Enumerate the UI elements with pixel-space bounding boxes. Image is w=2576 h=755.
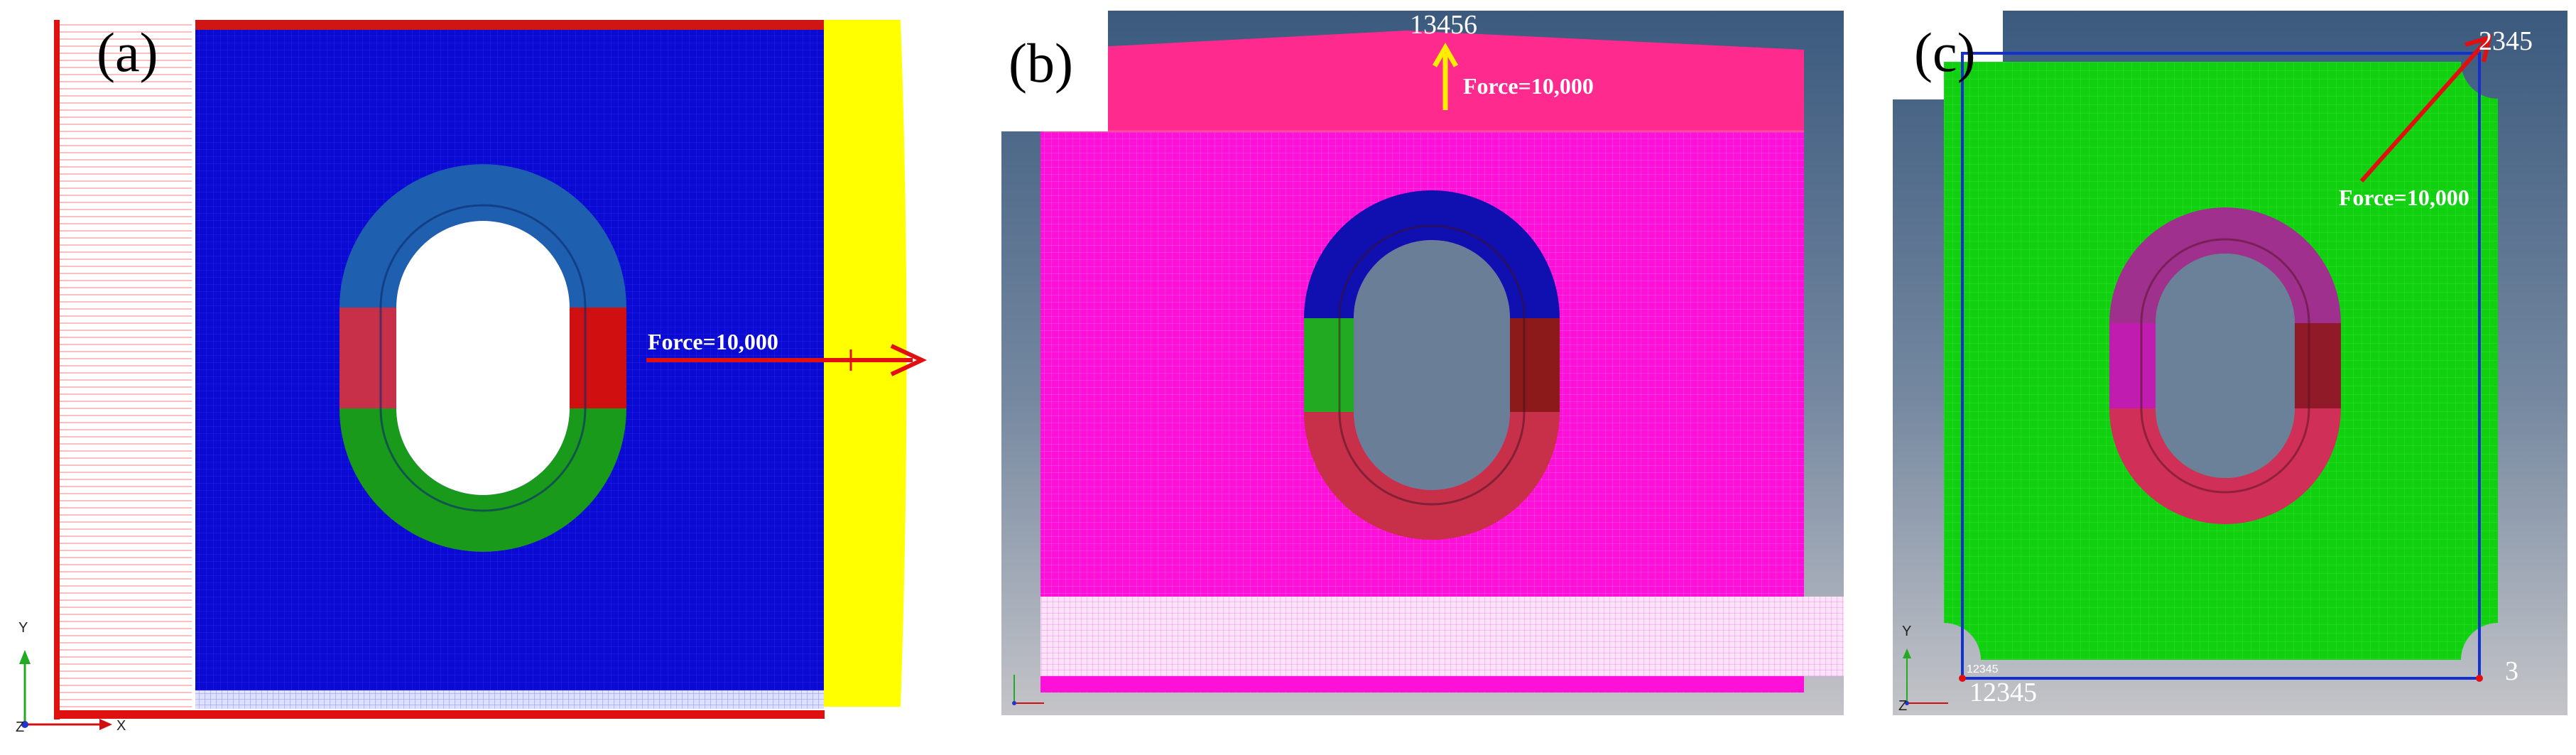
ring-right-segment <box>1510 318 1560 412</box>
ring-left-segment <box>339 308 396 408</box>
ring <box>2109 207 2341 524</box>
axis-z-label: Z <box>16 719 24 735</box>
bottom-constraint-bar <box>54 710 825 719</box>
node-number: 13456 <box>1410 11 1477 40</box>
left-constraint-bar <box>54 20 60 719</box>
ring-top-segment <box>1304 190 1560 318</box>
panel-b-canvas: 13456 Force=10,000 <box>1001 11 1844 715</box>
ring <box>339 164 626 552</box>
force-label: Force=10,000 <box>2339 185 2469 210</box>
force-label: Force=10,000 <box>1463 73 1594 99</box>
ring-hole <box>1354 240 1510 490</box>
panel-b: 13456 Force=10,000 (b) <box>1001 11 1844 715</box>
pull-region <box>1044 31 1804 131</box>
ring <box>1304 190 1560 540</box>
ring-left-segment <box>1304 318 1354 412</box>
arrow-icon <box>1432 42 1459 67</box>
panel-a: Force=10,000 (a) Y X Z <box>0 0 945 755</box>
ring-bottom-segment <box>339 408 626 552</box>
ring-top-segment <box>339 164 626 308</box>
ring-hole <box>2156 254 2295 478</box>
ring-top-segment <box>2109 207 2341 323</box>
axis-y-label: Y <box>1902 624 1911 639</box>
node-number-bottom-left-small: 12345 <box>1967 663 1999 675</box>
panel-c-canvas: Force=10,000 2345 12345 12345 3 (c) Y Z <box>1893 11 2567 715</box>
ring-bottom-segment <box>2109 408 2341 524</box>
panel-label-b: (b) <box>1009 32 1073 94</box>
axis-z-label: Z <box>1898 698 1907 714</box>
ring-bottom-segment <box>1304 412 1560 540</box>
yellow-clamp-region <box>824 20 907 707</box>
ring-inner-line <box>2140 238 2310 494</box>
plate-bottom-band <box>1040 597 1844 676</box>
force-label: Force=10,000 <box>648 329 778 354</box>
ring-hole <box>396 221 570 495</box>
axis-triad-icon <box>1012 675 1044 705</box>
axis-x-label: X <box>116 718 126 734</box>
panel-label-a: (a) <box>97 21 158 83</box>
ring-right-segment <box>570 308 626 408</box>
plate-bottom-edge <box>1040 676 1804 692</box>
node-number-bottom-left: 12345 <box>1969 678 2037 707</box>
panel-label-b-area: (b) <box>1001 11 1108 131</box>
arrow-icon <box>2464 34 2493 63</box>
plate-top-edge <box>195 20 824 30</box>
panel-label-c: (c) <box>1914 21 1976 83</box>
constraint-region <box>57 20 192 709</box>
axis-triad-icon: Y X Z <box>16 620 126 735</box>
force-arrow-shaft <box>2359 38 2490 183</box>
ring-inner-line <box>379 204 587 512</box>
constraint-node-bl <box>1959 675 1966 682</box>
panel-c: Force=10,000 2345 12345 12345 3 (c) Y Z <box>1893 11 2567 715</box>
ring-right-segment <box>2295 323 2341 408</box>
node-number-bottom-right: 3 <box>2505 656 2518 686</box>
boundary-rectangle <box>1961 52 2481 680</box>
plate-bottom-edge <box>195 690 824 709</box>
constraint-node-br <box>2476 675 2483 682</box>
axis-y-label: Y <box>18 620 28 636</box>
node-number-top-right: 2345 <box>2479 26 2533 56</box>
axis-triad-icon: Y Z <box>1898 624 1948 714</box>
panel-a-canvas: Force=10,000 (a) Y X Z <box>16 20 928 735</box>
ring-inner-line <box>1338 224 1526 506</box>
ring-left-segment <box>2109 323 2156 408</box>
arrow-icon <box>890 344 928 376</box>
